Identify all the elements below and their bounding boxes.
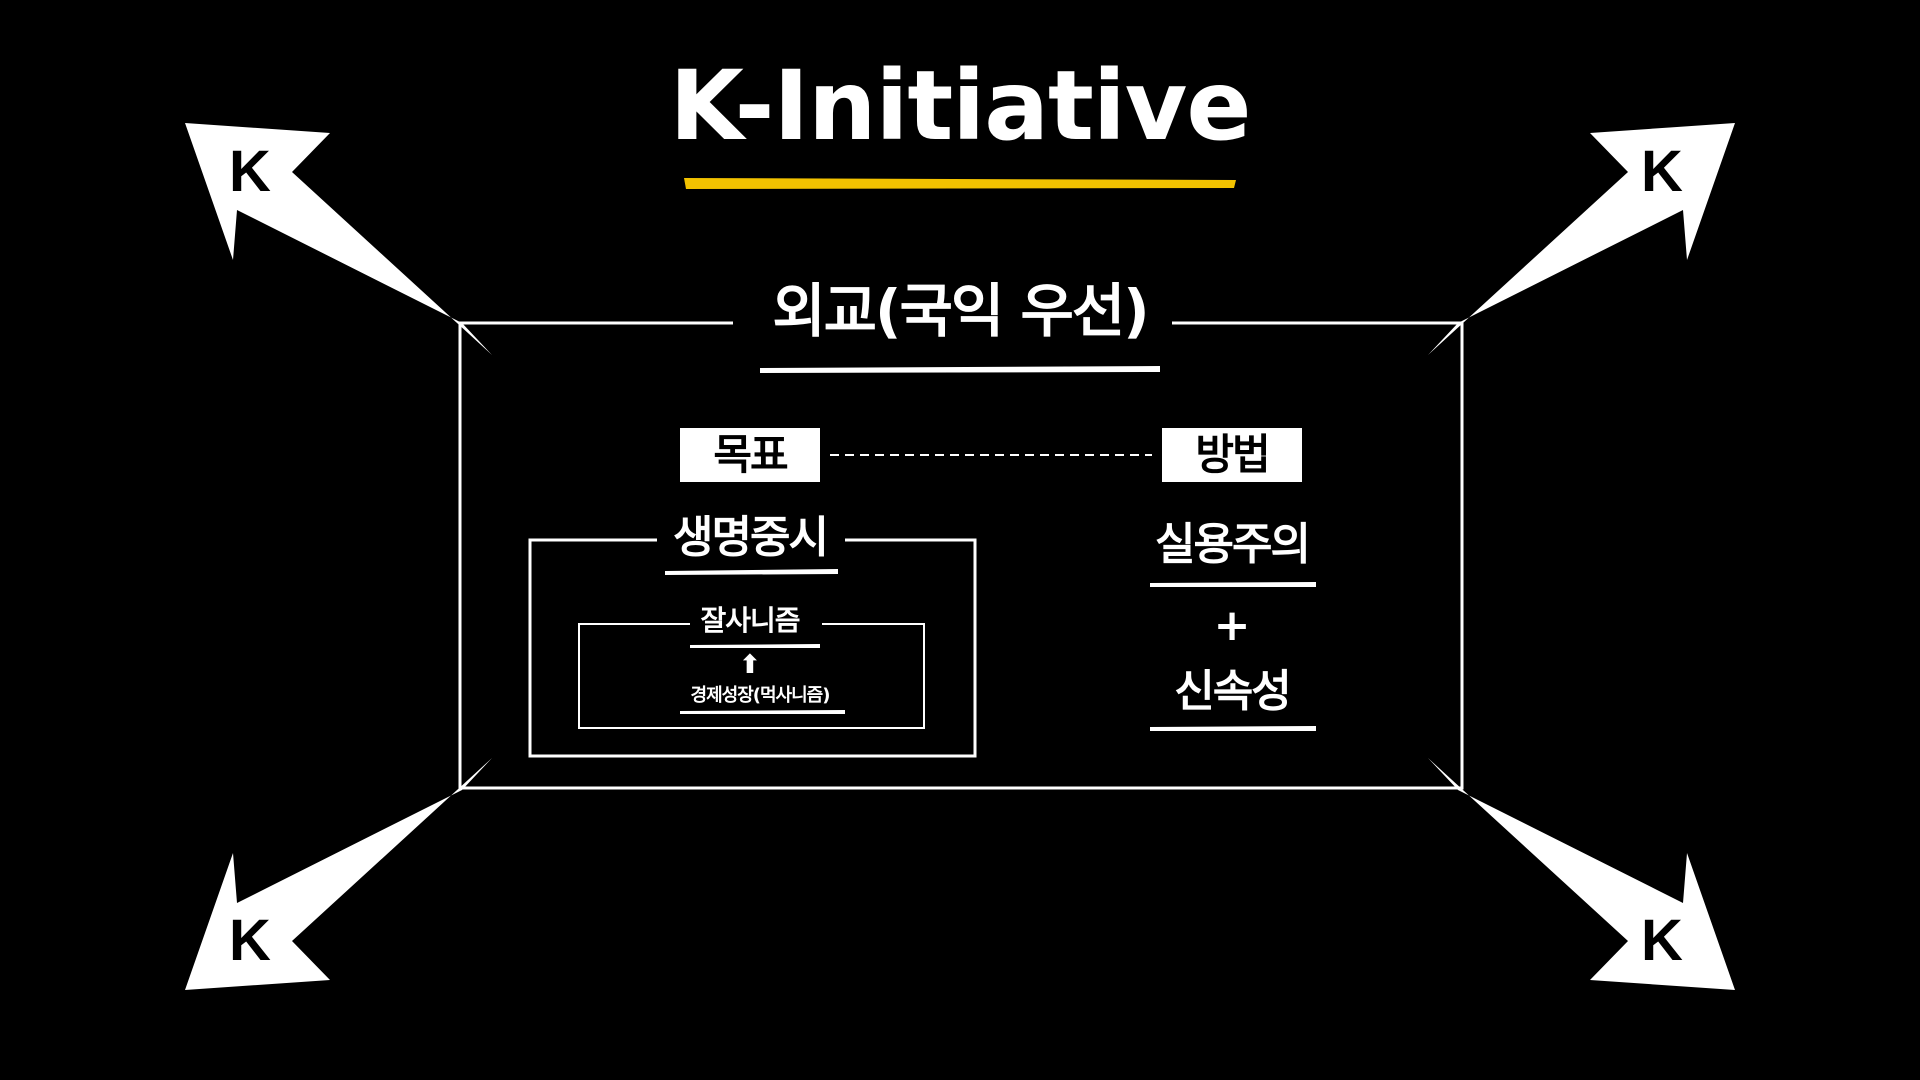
sub-item-underline [690, 644, 820, 648]
goal-sub-item: 잘사니즘 [700, 604, 800, 637]
frame-title: 외교(국익 우선) [772, 277, 1149, 345]
title-underline [684, 178, 1236, 189]
frame-title-underline [760, 366, 1160, 373]
method-item1-underline [1150, 582, 1316, 587]
up-arrow-icon: ⬆ [739, 650, 761, 680]
corner-k-label-bottom-left: K [229, 908, 271, 973]
arrow-bottom-left [185, 758, 492, 990]
corner-k-label-bottom-right: K [1641, 908, 1683, 973]
corner-k-label-top-right: K [1641, 139, 1683, 204]
arrow-top-right [1428, 123, 1735, 355]
goal-base-item: 경제성장(먹사니즘) [690, 685, 831, 706]
corner-arrows [185, 123, 1735, 990]
method-item-pragmatism: 실용주의 [1155, 519, 1311, 570]
goal-box [528, 538, 977, 758]
plus-icon: + [1213, 600, 1251, 651]
method-label: 방법 [1162, 428, 1302, 482]
outer-frame [458, 321, 1464, 790]
base-item-underline [680, 710, 845, 714]
sub-box [578, 623, 925, 729]
goal-item-underline [665, 569, 838, 575]
method-item-speed: 신속성 [1174, 666, 1291, 717]
arrow-bottom-right [1428, 758, 1735, 990]
goal-item: 생명중시 [673, 512, 829, 563]
arrow-top-left [185, 123, 492, 355]
corner-k-label-top-left: K [229, 139, 271, 204]
method-item2-underline [1150, 726, 1316, 731]
main-title: K-Initiative [669, 50, 1252, 162]
goal-label: 목표 [680, 428, 820, 482]
